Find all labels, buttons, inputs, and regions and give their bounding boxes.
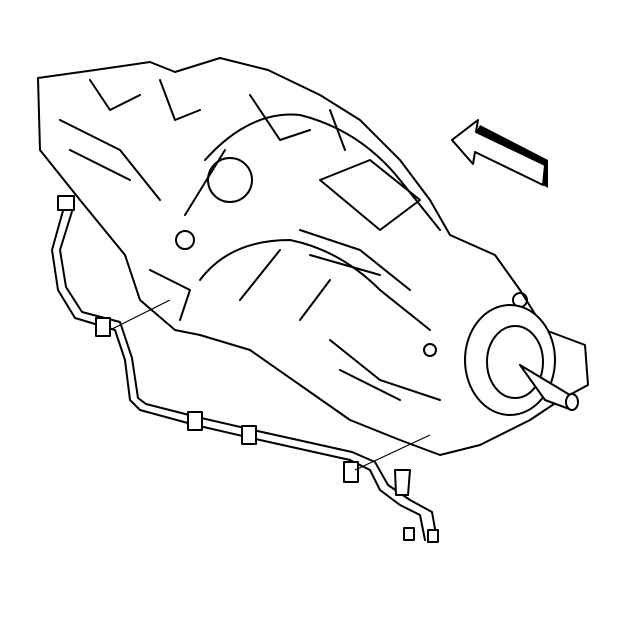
output-flange	[464, 304, 579, 416]
transmission-case	[37, 57, 589, 456]
cooler-lines	[51, 195, 439, 543]
direction-arrow-icon	[451, 119, 548, 188]
